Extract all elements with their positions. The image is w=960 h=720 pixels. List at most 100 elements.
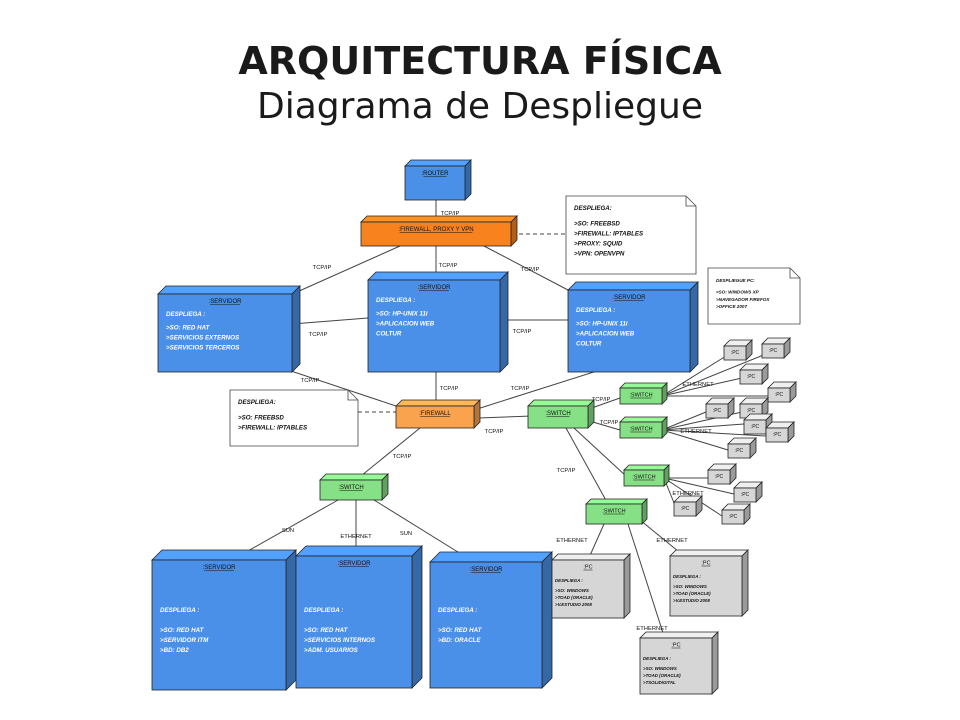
box-top — [157, 285, 301, 295]
title-block: ARQUITECTURA FÍSICA Diagrama de Desplieg… — [0, 38, 960, 130]
link-label-tcpip: TCP/IP — [485, 429, 504, 435]
box-top — [619, 382, 668, 389]
server-left-node-line-3: >SERVICIOS TERCEROS — [166, 344, 240, 351]
server-bottom-2-node-label: :SERVIDOR — [338, 561, 372, 567]
pc-small-node-1-label: :PC — [731, 350, 740, 356]
server-bottom-1-node-label: :SERVIDOR — [203, 565, 237, 571]
link-server-left-firewall — [287, 369, 403, 409]
pc-small-node-4: :PC — [767, 381, 797, 403]
box-front — [619, 421, 663, 439]
link-label-tcpip: TCP/IP — [393, 454, 412, 460]
link-switch-center-switch-4 — [565, 427, 609, 505]
box-front — [551, 559, 625, 619]
firewall-proxy-node: :FIREWALL, PROXY Y VPN — [360, 215, 518, 247]
server-bottom-3-node-line-2: >BD: ORACLE — [438, 637, 481, 644]
server-left-node-label: :SERVIDOR — [209, 299, 243, 305]
box-front — [623, 469, 665, 487]
pc-small-node-3-label: :PC — [747, 374, 756, 380]
link-switch-2-pc — [661, 423, 745, 431]
note-pc-line-1: >SO: WINDOWS XP — [716, 290, 760, 295]
pc-small-node-10: :PC — [707, 463, 737, 485]
box-side — [464, 159, 472, 201]
link-label-ethernet: ETHERNET — [340, 534, 372, 540]
server-right-node-line-2: >APLICACION WEB — [576, 331, 635, 338]
link-label-ethernet: ETHERNET — [680, 429, 712, 435]
pc-small-node-8-label: :PC — [773, 432, 782, 438]
box-top — [151, 549, 297, 561]
box-front — [395, 405, 475, 429]
pc-big-1-node-line-1: >SO: WINDOWS — [555, 588, 589, 593]
switch-4-node-label: :SWITCH — [602, 509, 625, 515]
link-label-tcpip: TCP/IP — [600, 420, 619, 426]
pc-small-node-6-label: :PC — [747, 408, 756, 414]
pc-small-node-9: :PC — [727, 437, 757, 459]
box-front — [673, 501, 697, 517]
server-mid-node-line-1: >SO: HP-UNIX 11i — [376, 311, 428, 318]
server-right-node-line-1: >SO: HP-UNIX 11i — [576, 321, 628, 328]
link-switch-4-pc-big-3 — [627, 523, 665, 637]
link-switch-2-pc — [661, 429, 767, 437]
box-front — [151, 559, 287, 691]
link-label-ethernet: ETHERNET — [556, 538, 588, 544]
firewall-proxy-node-label: :FIREWALL, PROXY Y VPN — [398, 227, 473, 233]
link-label-tcpip: TCP/IP — [439, 263, 458, 269]
pc-small-node-13: :PC — [673, 495, 703, 517]
box-top — [567, 281, 699, 291]
server-mid-node-label: :SERVIDOR — [418, 285, 452, 291]
box-front — [429, 561, 543, 689]
box-side — [541, 551, 553, 689]
box-top — [360, 215, 518, 223]
link-label-sun: SUN — [400, 531, 412, 537]
link-label-ethernet: ETHERNET — [672, 491, 704, 497]
box-top — [619, 416, 668, 423]
pc-big-2-node-line-3: >V.ESTUDIO 2008 — [673, 598, 710, 603]
pc-small-node-10-label: :PC — [715, 474, 724, 480]
firewall-node: :FIREWALL — [395, 399, 481, 429]
server-left-node-line-0: DESPLIEGA : — [166, 311, 205, 318]
server-mid-node-line-2: >APLICACION WEB — [376, 321, 435, 328]
note-firewall-proxy-line-4: >VPN: OPENVPN — [574, 250, 625, 257]
box-top — [623, 464, 670, 471]
box-front — [567, 289, 691, 373]
box-top — [551, 553, 631, 561]
note-body — [565, 195, 697, 275]
slide-subtitle: Diagrama de Despliegue — [257, 86, 703, 127]
pc-small-node-7-label: :PC — [751, 424, 760, 430]
box-side — [689, 281, 699, 373]
switch-center-node-label: :SWITCH — [545, 411, 570, 417]
pc-big-1-node-line-0: DESPLIEGA : — [555, 578, 583, 583]
box-front — [295, 555, 413, 689]
link-firewall-switch-center — [477, 415, 533, 419]
pc-big-3-node-line-3: >TSOLIDIGITAL — [643, 680, 676, 685]
switch-4-node: :SWITCH — [585, 498, 648, 525]
link-firewall-switch-left — [355, 427, 421, 481]
server-right-node-line-0: DESPLIEGA : — [576, 307, 615, 314]
server-mid-node-line-3: COLTUR — [376, 330, 402, 337]
pc-big-3-node-label: :PC — [671, 643, 680, 649]
server-bottom-3-node-label: :SERVIDOR — [470, 567, 504, 573]
switch-3-node: :SWITCH — [623, 464, 670, 487]
switch-3-node-label: :SWITCH — [632, 475, 655, 481]
pc-small-node-4-label: :PC — [775, 392, 784, 398]
box-side — [285, 549, 297, 691]
box-top — [319, 473, 389, 481]
pc-big-2-node-line-2: >TOAD (ORACLE) — [673, 591, 711, 596]
link-label-tcpip: TCP/IP — [557, 468, 576, 474]
link-switch-2-pc — [661, 411, 707, 431]
link-label-tcpip: TCP/IP — [309, 332, 328, 338]
pc-small-node-2-label: :PC — [769, 348, 778, 354]
pc-big-2-node-line-1: >SO: WINDOWS — [673, 584, 707, 589]
box-top — [585, 498, 648, 505]
pc-small-node-9-label: :PC — [735, 448, 744, 454]
box-top — [295, 545, 423, 557]
pc-small-node-8: :PC — [765, 421, 795, 443]
box-side — [641, 498, 648, 525]
box-side — [291, 285, 301, 373]
box-front — [733, 487, 757, 503]
link-fwproxy-server-right — [483, 245, 569, 291]
